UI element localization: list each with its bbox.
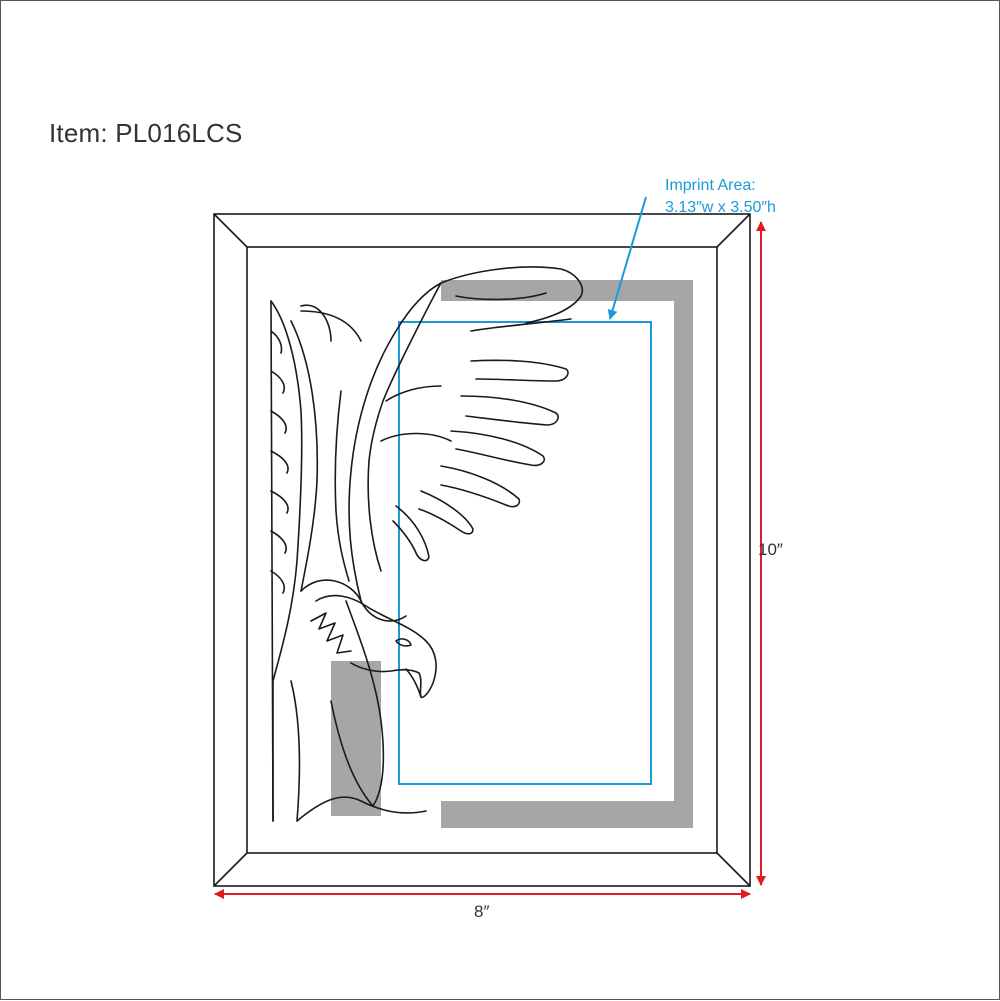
plaque-frame [213, 213, 751, 887]
eagle-illustration [270, 266, 583, 822]
imprint-area-title: Imprint Area: [665, 177, 756, 194]
imprint-callout: Imprint Area: 3.13″w x 3.50″h [607, 177, 776, 320]
height-dimension: 10″ [756, 221, 783, 886]
imprint-area-size: 3.13″w x 3.50″h [665, 199, 776, 216]
height-label: 10″ [758, 540, 783, 559]
width-label: 8″ [474, 902, 489, 921]
width-dimension: 8″ [214, 889, 751, 921]
engraving-plate [331, 280, 693, 828]
item-number-label: Item: PL016LCS [49, 118, 243, 148]
imprint-area-box [398, 321, 652, 785]
